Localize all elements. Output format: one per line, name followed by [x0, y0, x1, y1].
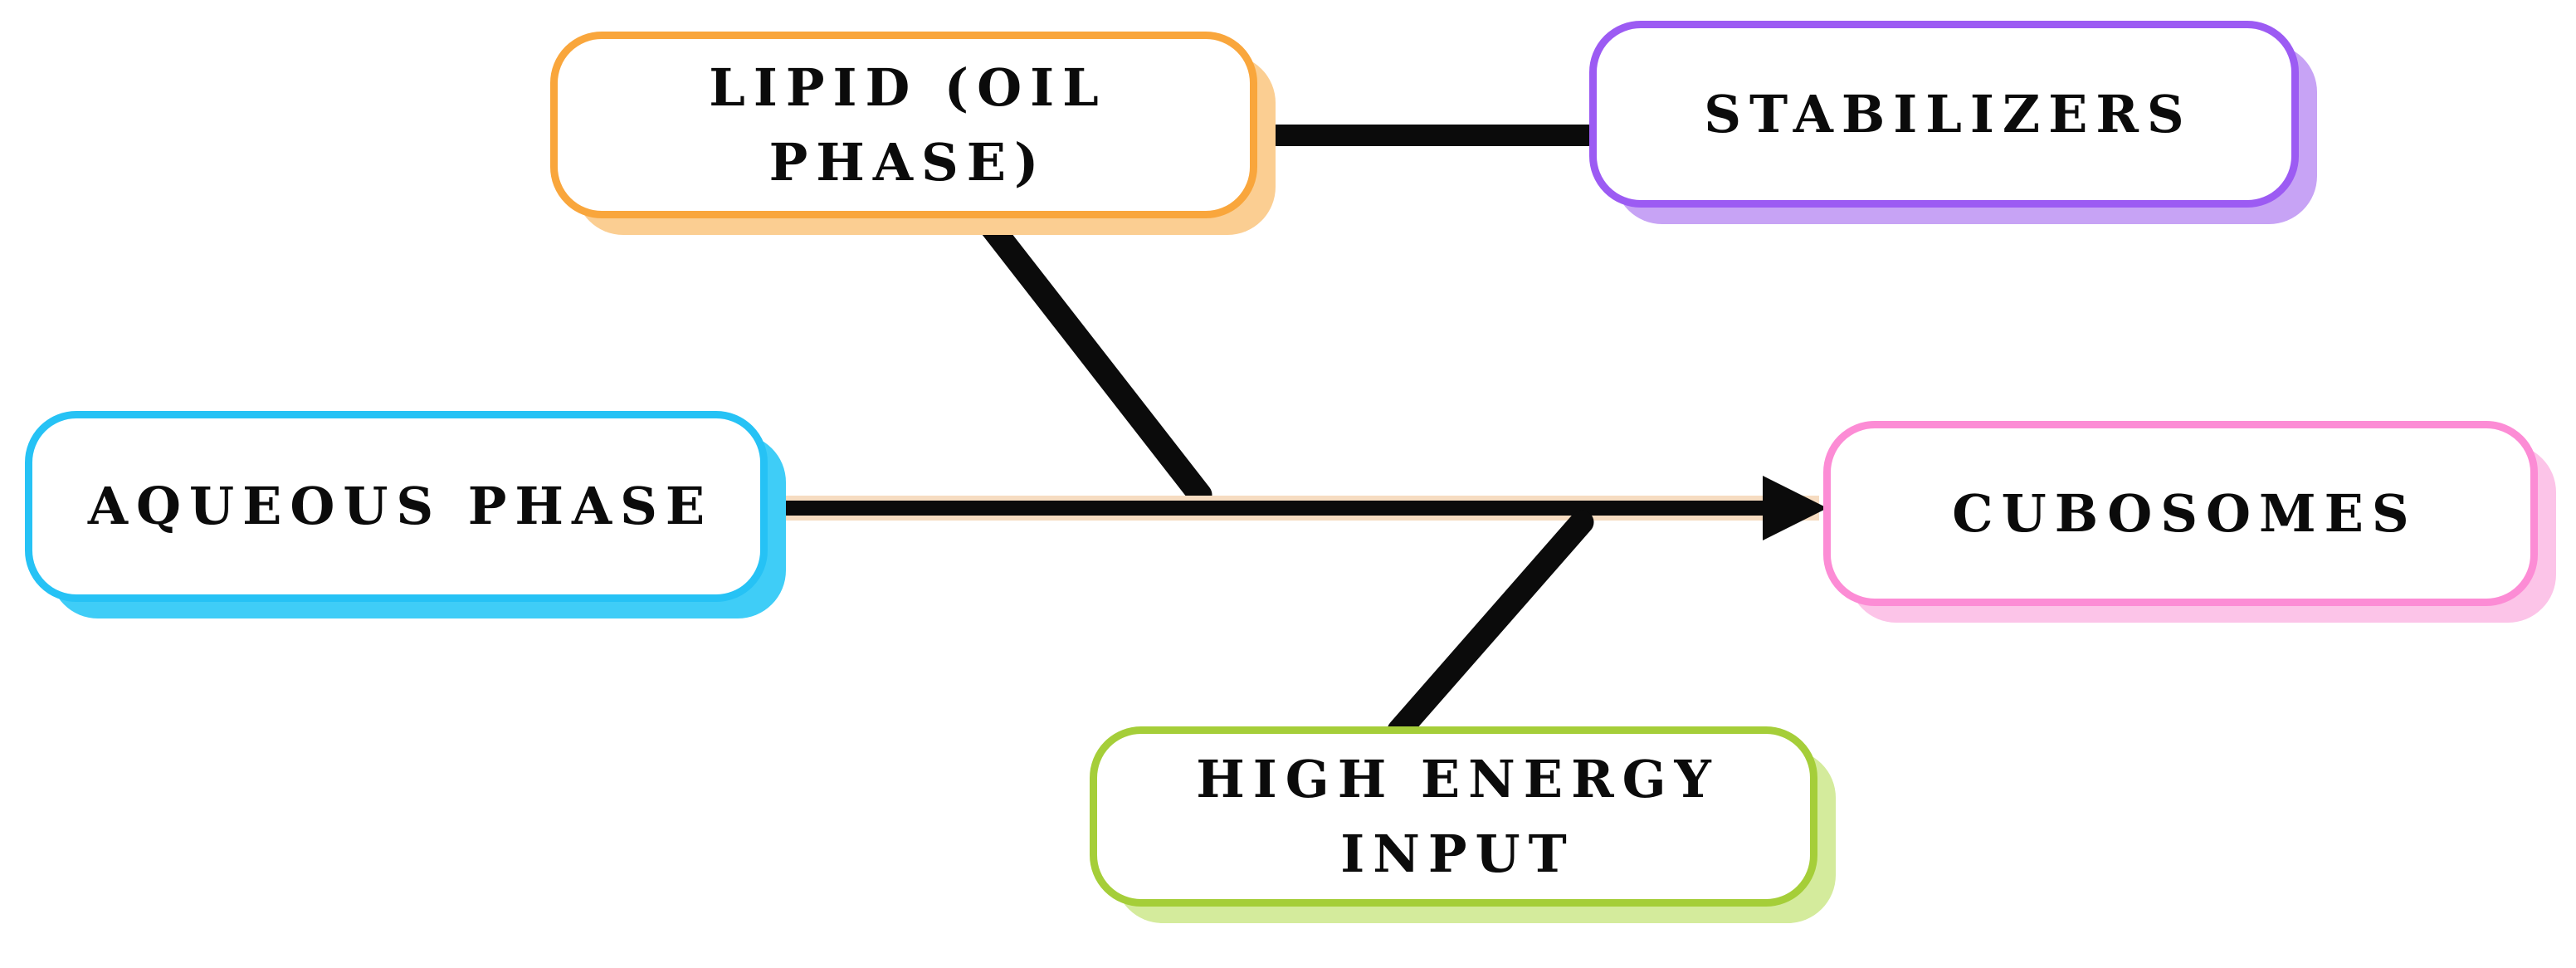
- node-lipid-oil-phase: LIPID (OIL PHASE): [550, 32, 1257, 218]
- node-high-energy-input: HIGH ENERGY INPUT: [1090, 726, 1817, 907]
- node-stabilizers-label: STABILIZERS: [1704, 83, 2193, 144]
- node-stabilizers: STABILIZERS: [1589, 21, 2299, 208]
- edge-high-energy-to-mixing-point: [1387, 510, 1594, 743]
- node-lipid-oil-phase-label: LIPID (OIL PHASE): [709, 56, 1107, 193]
- edge-lipid-to-mixing-point: [965, 197, 1212, 507]
- node-high-energy-input-label: HIGH ENERGY INPUT: [1196, 748, 1720, 884]
- node-cubosomes: CUBOSOMES: [1823, 421, 2538, 606]
- node-cubosomes-label: CUBOSOMES: [1952, 482, 2417, 544]
- edge-aqueous-to-cubosomes-arrowhead: [1763, 476, 1827, 540]
- node-aqueous-phase: AQUEOUS PHASE: [25, 411, 768, 602]
- node-aqueous-phase-label: AQUEOUS PHASE: [87, 476, 714, 537]
